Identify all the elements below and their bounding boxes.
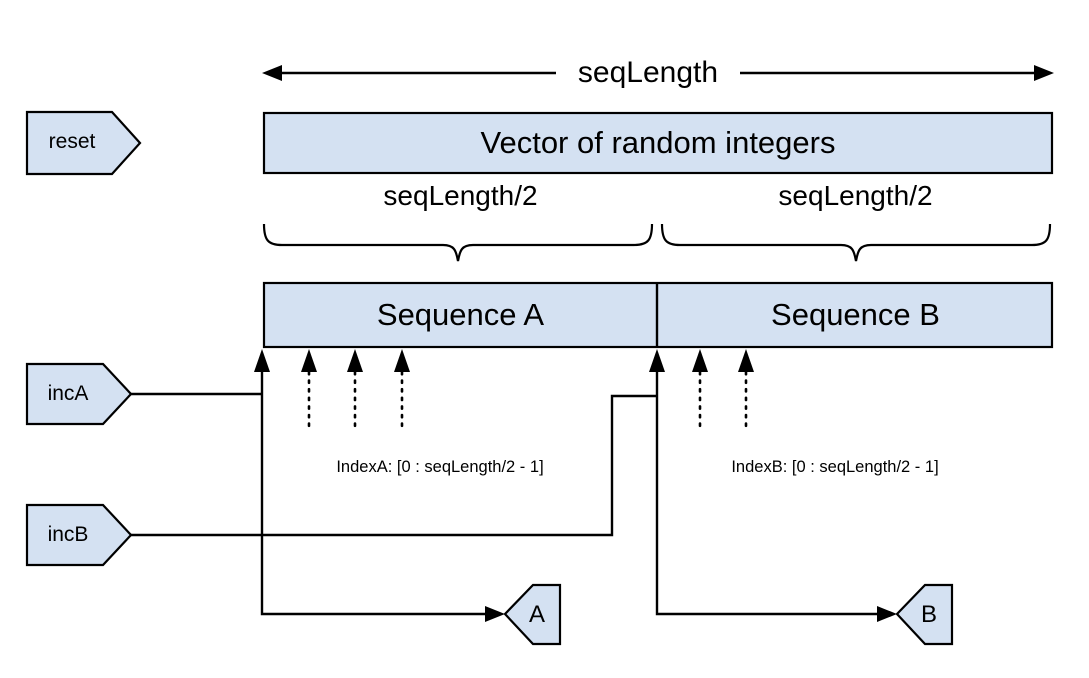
wire-a-spine (260, 368, 492, 616)
tick-arrow-a0-head (254, 349, 270, 372)
incb-label: incB (47, 523, 89, 546)
wire-a-arrow-head (485, 606, 505, 622)
incb-pentagon[interactable] (25, 503, 133, 567)
output-b-label: B (920, 601, 937, 628)
sequence-b-label: Sequence B (771, 297, 940, 332)
brace-sequence-b (660, 223, 1052, 262)
tick-arrow-b0-head (649, 349, 665, 372)
brace-sequence-a (262, 223, 654, 262)
reset-label: reset (48, 130, 96, 153)
tick-arrow-b1-head (692, 349, 708, 372)
input-reset-shape[interactable] (25, 110, 142, 176)
vector-box-rect (262, 111, 1054, 175)
sequence-a-tick-arrows (254, 349, 410, 429)
seqlength-label: seqLength (556, 57, 740, 89)
seqlength-half-left-label: seqLength/2 (383, 180, 538, 211)
sequence-a-label: Sequence A (376, 297, 545, 332)
vector-box (262, 111, 1054, 175)
sequence-boxes (262, 281, 1054, 349)
inca-label: incA (47, 382, 89, 405)
wire-b-spine (655, 368, 884, 616)
sequence-b-tick-arrows (649, 349, 754, 429)
seqlength-measure-arrow (262, 65, 1054, 81)
input-inca-shape[interactable] (25, 362, 133, 426)
wiring (131, 368, 897, 622)
tick-arrow-a3-head (394, 349, 410, 372)
tick-arrow-a1-head (301, 349, 317, 372)
inca-pentagon[interactable] (25, 362, 133, 426)
seqlength-half-right-label: seqLength/2 (778, 180, 933, 211)
output-b-shape[interactable] (895, 583, 954, 646)
output-a-shape[interactable] (503, 583, 562, 646)
a-pentagon[interactable] (503, 583, 562, 646)
vector-box-label: Vector of random integers (480, 125, 836, 160)
output-a-label: A (528, 601, 545, 628)
index-a-label: IndexA: [0 : seqLength/2 - 1] (336, 458, 544, 476)
wire-b-arrow-head (877, 606, 897, 622)
input-incb-shape[interactable] (25, 503, 133, 567)
tick-arrow-b2-head (738, 349, 754, 372)
index-b-label: IndexB: [0 : seqLength/2 - 1] (731, 458, 939, 476)
seqlength-arrow-right-head (1034, 65, 1054, 81)
seqlength-arrow-left-head (262, 65, 282, 81)
tick-arrow-a2-head (347, 349, 363, 372)
b-pentagon[interactable] (895, 583, 954, 646)
reset-pentagon[interactable] (25, 110, 142, 176)
wire-incb (131, 394, 657, 537)
